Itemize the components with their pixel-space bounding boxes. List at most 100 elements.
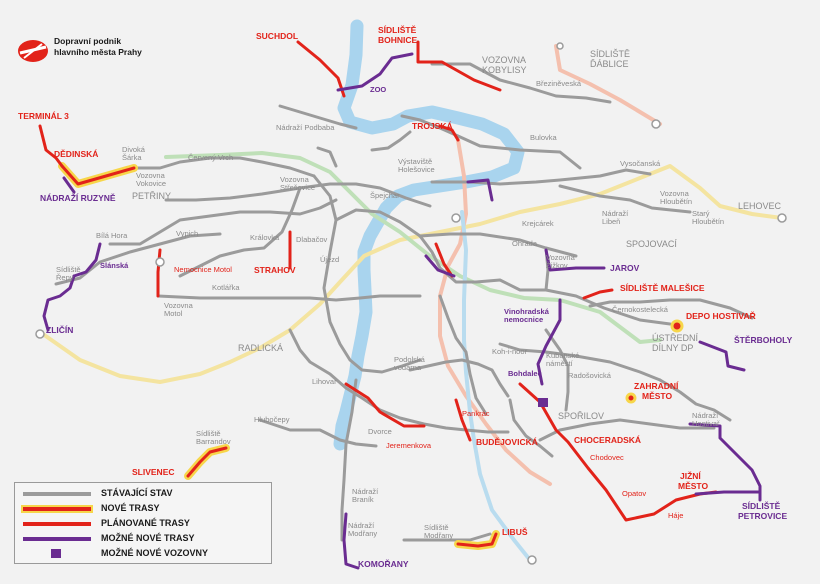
label-nadrazi-branik-1: Nádraží [352,487,379,496]
label-zlicin: ZLIČÍN [46,325,74,335]
label-divoka-sarka-1: Divoká [122,145,145,154]
label-vozovna-zizkov-1: Vozovna [546,253,575,262]
legend-swatch-planned [23,522,91,526]
legend-swatch-possible [23,537,91,541]
label-libus: LIBUŠ [502,527,528,537]
label-vypich: Vypich [176,229,199,238]
label-nadrazi-branik-2: Braník [352,495,374,504]
label-radosovicka: Radošovická [568,371,611,380]
label-spejchar: Špejchar [370,191,400,200]
label-vinohradska-1: Vinohradská [504,307,549,316]
label-koh-i-noor: Koh-i-noor [492,347,528,356]
label-sidliste-barrandov-1: Sídliště [196,429,221,438]
label-sidliste-petrovice-2: PETROVICE [738,511,788,521]
label-jarov: JAROV [610,263,640,273]
legend-row-depots: MOŽNÉ NOVÉ VOZOVNY [15,547,271,561]
legend-label-existing: STÁVAJÍCÍ STAV [101,488,173,498]
label-vinohradska-2: nemocnice [504,315,544,324]
map-legend: STÁVAJÍCÍ STAV NOVÉ TRASY PLÁNOVANÉ TRAS… [14,482,272,564]
legend-swatch-existing [23,492,91,496]
label-dvorce: Dvorce [368,427,392,436]
legend-row-existing: STÁVAJÍCÍ STAV [15,487,271,501]
label-nadrazi-hostivar-2: Hostivař [692,419,720,428]
label-haje: Háje [668,511,684,520]
label-podolska-2: vodárna [394,363,422,372]
label-vozovna-motol-1: Vozovna [164,301,193,310]
label-nemocnice-motol: Nemocnice Motol [174,265,232,274]
label-budejovicka: BUDĚJOVICKÁ [476,437,538,447]
label-cernokostelecka: Černokostelecká [612,305,668,314]
label-nadrazi-liben-1: Nádraží [602,209,629,218]
label-vozovna-vokovice-2: Vokovice [136,179,167,188]
label-kubanske-2: náměstí [546,359,573,368]
org-name-line1: Dopravní podnik [54,36,122,46]
label-vysocanska: Vysočanská [620,159,661,168]
label-opatov: Opatov [622,489,647,498]
legend-swatch-depots [51,549,61,558]
label-pankrac: Pankrác [462,409,490,418]
label-sidliste-repy-2: Řepy [56,273,74,282]
label-stary-hloubetin-1: Starý [692,209,710,218]
label-hlubocepy: Hlubočepy [254,415,290,424]
label-vystaviste-2: Holešovice [398,165,435,174]
label-bila-hora: Bílá Hora [96,231,128,240]
label-spojovaci: SPOJOVACÍ [626,239,677,249]
label-sidliste-modrany-1: Sídliště [424,523,449,532]
label-sidliste-petrovice-1: SÍDLIŠTĚ [742,501,781,511]
label-chodovec: Chodovec [590,453,624,462]
label-kubanske-1: Kubánské [546,351,580,360]
label-nadrazi-modrany-1: Nádraží [348,521,375,530]
label-bohdalec: Bohdalec [508,369,542,378]
label-terminal3: TERMINÁL 3 [18,111,69,121]
label-kralovka: Královka [250,233,280,242]
label-zahradni-1: ZAHRADNÍ [634,381,679,391]
label-vozovna-hloubetin-2: Hloubětín [660,197,693,206]
label-sidliste-dablice-1: SÍDLIŠTĚ [590,49,631,59]
label-trojska: TROJSKÁ [412,121,453,131]
label-brezineveska: Březiněveská [536,79,582,88]
legend-row-new-routes: NOVÉ TRASY [15,502,271,516]
label-sidliste-modrany-2: Modřany [424,531,454,540]
label-zoo: ZOO [370,85,387,94]
legend-row-planned: PLÁNOVANÉ TRASY [15,517,271,531]
new-routes [58,162,684,550]
legend-label-planned: PLÁNOVANÉ TRASY [101,518,190,528]
label-nadrazi-ruzyne: NÁDRAŽÍ RUZYNĚ [40,193,116,203]
label-ujezd: Újezd [320,255,340,264]
label-vozovna-hloubetin-1: Vozovna [660,189,689,198]
faded-yellow-line [38,164,784,384]
label-sidliste-bohnice-2: BOHNICE [378,35,418,45]
label-divoka-sarka-2: Šárka [122,153,142,162]
label-stary-hloubetin-2: Hloubětín [692,217,725,226]
label-cerveny-vrch: Červený Vrch [188,153,234,162]
label-sporilov: SPOŘILOV [558,411,605,421]
label-vozovna-motol-2: Motol [164,309,183,318]
label-bulovka: Bulovka [530,133,557,142]
label-dlabacov: Dlabačov [296,235,328,244]
depot-marker-bohdalec [538,398,548,407]
label-slanska: Slánská [100,261,129,270]
label-zahradni-2: MĚSTO [642,391,673,401]
label-sterboholy: ŠTĚRBOHOLY [734,335,793,345]
label-slivenec: SLIVENEC [132,467,175,477]
org-name: Dopravní podnik hlavního města Prahy [54,36,142,57]
station-markers [35,42,787,565]
label-krejcarek: Krejcárek [522,219,554,228]
label-jizni-2: MĚSTO [678,481,709,491]
label-nadrazi-hostivar-1: Nádraží [692,411,719,420]
faded-salmon-line [438,44,662,486]
faded-green-line [164,151,662,344]
label-vozovna-kobylisy-2: KOBYLISY [482,65,527,75]
label-radlicka: RADLICKÁ [238,343,284,353]
river-vltava [333,19,525,451]
label-nadrazi-podbaba: Nádraží Podbaba [276,123,335,132]
legend-label-possible: MOŽNÉ NOVÉ TRASY [101,533,195,543]
label-dedinska: DĚDINSKÁ [54,149,99,159]
legend-label-new-routes: NOVÉ TRASY [101,503,160,513]
label-petriny: PETŘINY [132,191,172,201]
label-komorany: KOMOŘANY [358,559,409,569]
possible-depots [538,398,548,407]
label-jeremenkova: Jeremenkova [386,441,432,450]
legend-row-possible: MOŽNÉ NOVÉ TRASY [15,532,271,546]
dpp-logo [18,40,48,62]
